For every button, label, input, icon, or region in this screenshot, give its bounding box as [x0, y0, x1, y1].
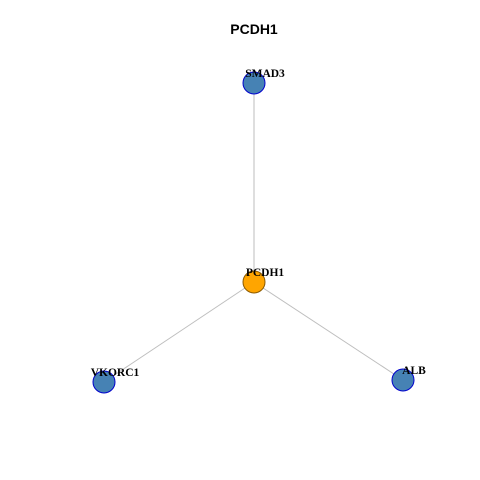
edge-pcdh1-alb: [253, 281, 404, 381]
edge-layer: [103, 83, 404, 383]
node-layer: [92, 71, 415, 394]
node-vkorc1: [92, 370, 116, 394]
diagram-title: PCDH1: [230, 21, 278, 37]
node-label-pcdh1: PCDH1: [246, 267, 285, 279]
edge-pcdh1-vkorc1: [103, 281, 255, 383]
node-label-vkorc1: VKORC1: [91, 367, 140, 379]
node-label-alb: ALB: [402, 365, 426, 377]
node-alb: [391, 368, 415, 392]
node-smad3: [242, 71, 266, 95]
node-label-smad3: SMAD3: [245, 68, 285, 80]
node-pcdh1: [242, 270, 266, 294]
